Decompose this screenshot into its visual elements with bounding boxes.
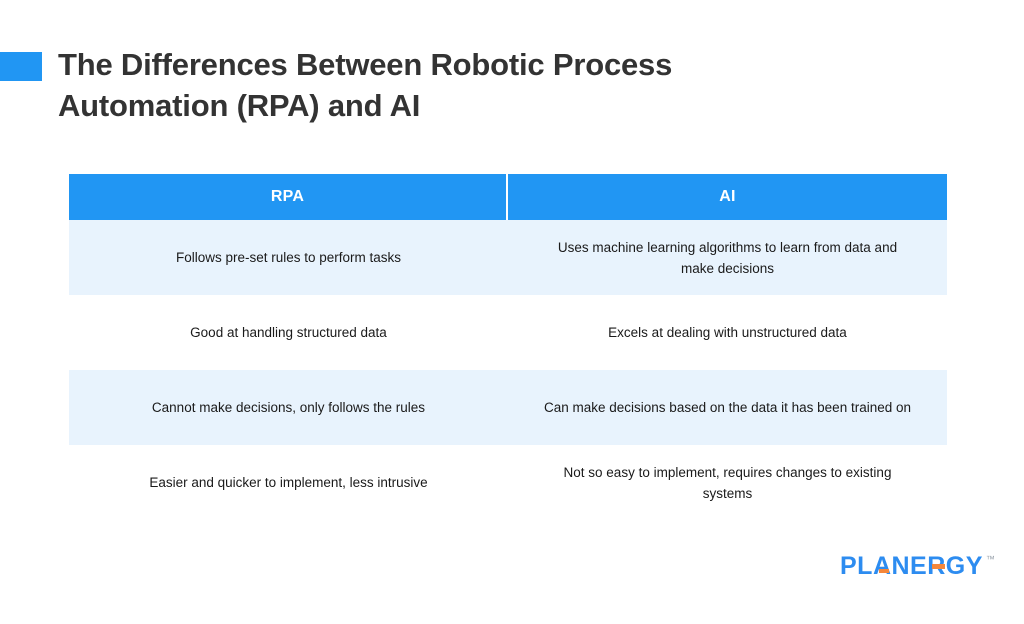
cell-text: Follows pre-set rules to perform tasks xyxy=(175,250,402,265)
cell-text: Good at handling structured data xyxy=(190,325,387,340)
cell-text: Not so easy to implement, requires chang… xyxy=(563,464,892,501)
comparison-table: RPA AI Follows pre-set rules to perform … xyxy=(69,174,947,520)
cell-text: Can make decisions based on the data it … xyxy=(544,400,911,415)
table-header-row: RPA AI xyxy=(69,174,947,220)
planergy-logo: PLANERGY ™ xyxy=(840,553,995,579)
cell-rpa: Cannot make decisions, only follows the … xyxy=(69,370,508,445)
table-row: Follows pre-set rules to perform tasks U… xyxy=(69,220,947,295)
title-block: The Differences Between Robotic Process … xyxy=(0,44,1024,126)
table-row: Cannot make decisions, only follows the … xyxy=(69,370,947,445)
column-header-rpa: RPA xyxy=(69,174,508,220)
cell-rpa: Easier and quicker to implement, less in… xyxy=(69,445,508,520)
cell-rpa: Good at handling structured data xyxy=(69,295,508,370)
cell-rpa: Follows pre-set rules to perform tasks xyxy=(69,220,508,295)
cell-text: Excels at dealing with unstructured data xyxy=(608,325,847,340)
accent-square-icon xyxy=(0,52,42,81)
page-title: The Differences Between Robotic Process … xyxy=(58,47,673,123)
cell-text: Uses machine learning algorithms to lear… xyxy=(557,239,898,276)
table-row: Easier and quicker to implement, less in… xyxy=(69,445,947,520)
cell-ai: Uses machine learning algorithms to lear… xyxy=(508,220,947,295)
cell-text: Cannot make decisions, only follows the … xyxy=(151,400,426,415)
table-row: Good at handling structured data Excels … xyxy=(69,295,947,370)
cell-ai: Can make decisions based on the data it … xyxy=(508,370,947,445)
logo-accent-g-icon xyxy=(932,564,945,569)
cell-ai: Excels at dealing with unstructured data xyxy=(508,295,947,370)
cell-text: Easier and quicker to implement, less in… xyxy=(149,475,428,490)
logo-trademark: ™ xyxy=(985,554,995,564)
logo-accent-a-icon xyxy=(879,569,889,573)
cell-ai: Not so easy to implement, requires chang… xyxy=(508,445,947,520)
logo-wordmark-text: PLANERGY xyxy=(840,552,983,580)
logo-wordmark: PLANERGY xyxy=(840,553,983,579)
column-header-ai: AI xyxy=(508,174,947,220)
